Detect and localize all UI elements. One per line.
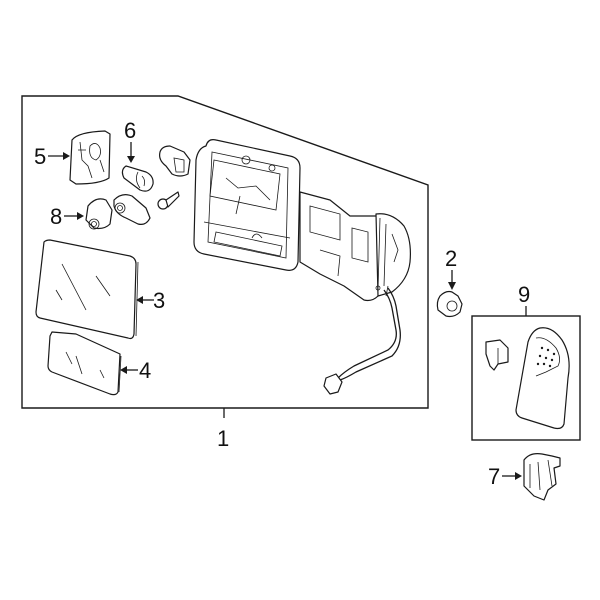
- lamp-housing-part[interactable]: [69, 130, 111, 185]
- mirror-housing-part[interactable]: [193, 139, 411, 395]
- led-dots: [536, 346, 556, 368]
- callout-5-arrowhead: [63, 152, 70, 160]
- callout-9-label[interactable]: 9: [518, 282, 530, 307]
- nut-part[interactable]: [436, 290, 463, 318]
- screw-part: [157, 191, 180, 210]
- turn-signal-lamp-part: [515, 327, 570, 430]
- callout-6-label[interactable]: 6: [124, 118, 136, 143]
- callout-4-label[interactable]: 4: [139, 358, 151, 383]
- callout-2-label[interactable]: 2: [445, 246, 457, 271]
- spotter-mirror-part[interactable]: [47, 331, 122, 396]
- socket-part: [159, 145, 191, 177]
- connector-part[interactable]: [523, 453, 561, 501]
- callout-8-arrowhead: [77, 212, 84, 220]
- lamp-clip-part: [485, 339, 509, 371]
- callout-6-arrowhead: [127, 156, 135, 163]
- callout-5-label[interactable]: 5: [34, 144, 46, 169]
- bulb-part[interactable]: [121, 165, 154, 192]
- callout-1-label[interactable]: 1: [217, 426, 229, 451]
- callout-8-label[interactable]: 8: [50, 204, 62, 229]
- assembly-box: [21, 95, 429, 409]
- mirror-glass-part[interactable]: [35, 239, 139, 340]
- callout-2-arrowhead: [448, 282, 456, 290]
- motor-assembly-part[interactable]: [85, 194, 151, 230]
- callout-7-arrowhead: [515, 472, 522, 480]
- callout-3-arrowhead: [136, 296, 143, 304]
- callout-4-arrowhead: [120, 366, 127, 374]
- callout-7-label[interactable]: 7: [488, 464, 500, 489]
- callout-3-label[interactable]: 3: [153, 288, 165, 313]
